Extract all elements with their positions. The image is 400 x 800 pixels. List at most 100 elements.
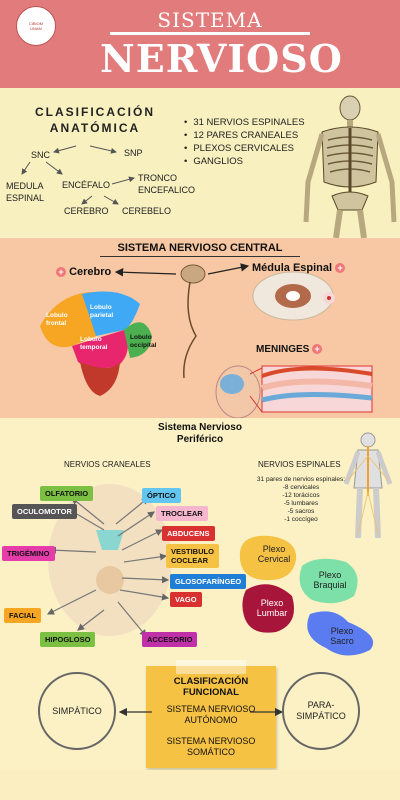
cerebelo-label: CEREBELO xyxy=(122,206,172,216)
bullet-item: 12 PARES CRANEALES xyxy=(184,129,305,142)
bullet-item: 31 NERVIOS ESPINALES xyxy=(184,116,304,129)
simpatico-label: SIMPÁTICO xyxy=(52,706,102,716)
logo-text-line1: CIBIOM xyxy=(28,21,44,26)
anatomical-title: CLASIFICACIÓN ANATÓMICA xyxy=(30,104,160,136)
snp-label: SNP xyxy=(124,148,143,158)
nerve-abducens: ABDUCENS xyxy=(162,526,215,541)
tape-decoration xyxy=(176,660,246,674)
autonomo-line1: SISTEMA NERVIOSO xyxy=(166,704,256,714)
plexo-sacro-label: Plexo Sacro xyxy=(322,626,362,646)
nerve-vestibulo-coclear: VESTIBULO COCLEAR xyxy=(166,544,219,568)
vestibulo-line1: VESTIBULO xyxy=(171,547,214,556)
espinales-line: 31 pares de nervios espinales: xyxy=(256,476,346,483)
plexo-cervical-label: Plexo Cervical xyxy=(254,544,294,564)
medula-heading-label: Médula Espinal xyxy=(252,262,333,274)
anatomical-arrows xyxy=(21,145,135,205)
plus-icon[interactable]: + xyxy=(56,267,66,278)
vestibulo-line2: COCLEAR xyxy=(171,556,209,565)
snc-title-underline xyxy=(100,256,300,257)
autonomo-label: SISTEMA NERVIOSO AUTÓNOMO xyxy=(146,704,276,726)
medula-line1: MEDULA xyxy=(6,181,44,191)
anatomical-bullet-list: 31 NERVIOS ESPINALES 12 PARES CRANEALES … xyxy=(184,116,305,168)
nerve-olfatorio: OLFATORIO xyxy=(40,486,94,501)
medula-line2: ESPINAL xyxy=(6,193,45,203)
functional-title-line1: CLASIFICACIÓN xyxy=(173,676,249,687)
institution-logo: CIBIOM UNAM xyxy=(16,6,56,46)
plexo-cervical-blob xyxy=(239,535,297,581)
parasimpatico-line1: PARA- xyxy=(307,700,335,710)
nerve-hipogloso: HIPOGLOSO xyxy=(40,632,96,647)
snp-title: Sistema Nervioso Periférico xyxy=(130,422,270,446)
functional-arrows xyxy=(118,707,284,717)
plexo-lumbar-blob xyxy=(242,584,294,633)
plexo-cervical-line1: Plexo xyxy=(262,544,286,554)
bullet-item: PLEXOS CERVICALES xyxy=(184,142,305,155)
medula-espinal-label: MEDULA ESPINAL xyxy=(6,180,44,204)
plexo-sacro-line1: Plexo xyxy=(330,626,354,636)
plus-icon[interactable]: + xyxy=(335,263,346,274)
logo-text-line2: UNAM xyxy=(30,26,42,31)
somatico-line2: SOMÁTICO xyxy=(186,747,235,757)
skeleton-illustration xyxy=(303,95,397,238)
snc-illustration xyxy=(40,263,373,418)
encefalo-label: ENCÉFALO xyxy=(62,180,111,190)
espinales-text: 31 pares de nervios espinales: -8 cervic… xyxy=(246,476,356,524)
autonomo-line2: AUTÓNOMO xyxy=(184,715,238,725)
cerebro-heading[interactable]: + Cerebro xyxy=(56,266,111,278)
parasimpatico-circle: PARA- SIMPÁTICO xyxy=(282,672,360,750)
parasimpatico-line2: SIMPÁTICO xyxy=(296,711,346,721)
tronco-line1: TRONCO xyxy=(138,173,177,183)
nerve-trigemino: TRIGÉMINO xyxy=(2,546,55,561)
plexus-blobs xyxy=(239,535,374,656)
simpatico-circle: SIMPÁTICO xyxy=(38,672,116,750)
plexo-lumbar-line1: Plexo xyxy=(260,598,284,608)
cerebro-heading-label: Cerebro xyxy=(69,266,112,278)
footer-band xyxy=(0,770,400,800)
nerve-oculomotor: OCULOMOTOR xyxy=(12,504,77,519)
espinales-line: -12 torácicos xyxy=(282,492,320,499)
plexo-cervical-line2: Cervical xyxy=(257,554,291,564)
functional-title-line2: FUNCIONAL xyxy=(183,687,239,698)
plexo-braquial-line1: Plexo xyxy=(318,570,342,580)
plus-icon[interactable]: + xyxy=(312,344,323,355)
title-divider xyxy=(110,32,310,35)
nerve-glosofaringeo: GLOSOFARÍNGEO xyxy=(170,574,247,589)
functional-title: CLASIFICACIÓN FUNCIONAL xyxy=(146,676,276,698)
plexo-braquial-blob xyxy=(299,558,358,604)
plexo-sacro-blob xyxy=(307,611,374,656)
lobe-occipital-label: Lobulo occipital xyxy=(130,334,157,349)
nerve-vago: VAGO xyxy=(170,592,202,607)
medula-heading[interactable]: Médula Espinal + xyxy=(252,262,346,274)
somatico-label: SISTEMA NERVIOSO SOMÁTICO xyxy=(146,736,276,758)
meninges-heading[interactable]: MENINGES + xyxy=(256,344,323,355)
somatico-line1: SISTEMA NERVIOSO xyxy=(166,736,256,746)
plexo-braquial-label: Plexo Braquial xyxy=(308,570,352,590)
nerve-accesorio: ACCESORIO xyxy=(142,632,198,647)
meninges-heading-label: MENINGES xyxy=(256,344,310,355)
bullet-item: GANGLIOS xyxy=(184,155,305,168)
snp-title-line2: Periférico xyxy=(176,434,224,445)
lobe-frontal-label: Lobulo frontal xyxy=(46,312,68,327)
lobe-parietal-label: Lobulo parietal xyxy=(90,304,114,319)
snc-label: SNC xyxy=(31,150,51,160)
nerve-optico: ÓPTICO xyxy=(142,488,181,503)
cranial-nerves-illustration xyxy=(46,484,172,637)
plexo-braquial-line2: Braquial xyxy=(313,580,347,590)
nerve-troclear: TROCLEAR xyxy=(156,506,208,521)
nerve-facial: FACIAL xyxy=(4,608,42,623)
anatomical-title-line1: CLASIFICACIÓN xyxy=(35,105,155,119)
page-title-line1: SISTEMA xyxy=(157,8,263,32)
espinales-line: -5 sacros xyxy=(287,508,315,515)
functional-classification-box xyxy=(146,666,276,768)
espinales-line: -8 cervicales xyxy=(282,484,320,491)
anatomical-title-line2: ANATÓMICA xyxy=(49,121,141,135)
lobe-temporal-label: Lobulo temporal xyxy=(80,336,108,351)
espinales-line: -1 coccígeo xyxy=(284,516,318,523)
tronco-line2: ENCEFALICO xyxy=(138,185,196,195)
page-title-line2: NERVIOSO xyxy=(100,36,343,81)
plexo-lumbar-label: Plexo Lumbar xyxy=(252,598,292,618)
snc-section-title: SISTEMA NERVIOSO CENTRAL xyxy=(117,242,283,254)
plexo-lumbar-line2: Lumbar xyxy=(256,608,288,618)
espinales-line: -5 lumbares xyxy=(283,500,319,507)
header-banner xyxy=(0,0,400,88)
